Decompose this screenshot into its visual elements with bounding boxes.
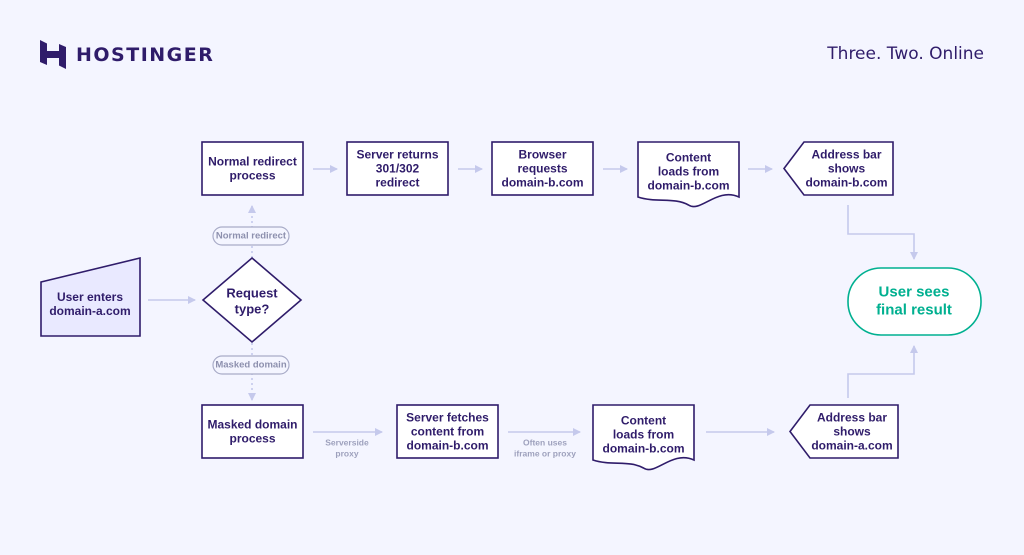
address-bar-top-node: [782, 141, 894, 196]
node-label-line: Address bar: [811, 148, 881, 162]
node-label-line: proxy: [335, 449, 358, 459]
edge-addressbottom-final: [847, 345, 918, 398]
edge-label-masked-domain: Masked domain: [212, 355, 290, 375]
node-label-line: Often uses: [523, 438, 567, 448]
brand-tagline: Three. Two. Online: [827, 44, 984, 64]
browser-requests-node: [491, 141, 594, 196]
edge-label-normal-redirect: Normal redirect: [212, 226, 290, 246]
masked-domain-process-node: [201, 404, 304, 459]
hostinger-logo-icon: [40, 40, 66, 69]
brand-name: HOSTINGER: [76, 43, 215, 66]
node-label-line: Normal redirect: [208, 155, 297, 169]
node-label-line: type?: [235, 302, 270, 317]
brand-logo: HOSTINGER: [40, 40, 214, 69]
node-label-line: process: [229, 432, 275, 446]
node-label-line: domain-a.com: [49, 304, 130, 318]
node-label-line: loads from: [658, 165, 719, 179]
node-label-line: domain-b.com: [406, 439, 488, 453]
node-label-line: content from: [411, 425, 484, 439]
edge-label-normal-redirect-pill: [212, 226, 290, 246]
node-label-line: Masked domain: [207, 418, 297, 432]
node-label-line: Serverside: [325, 438, 369, 448]
edge-label-normal-redirect-text: Normal redirect: [216, 231, 287, 242]
node-label-line: Request: [226, 286, 278, 301]
node-label-line: shows: [833, 425, 871, 439]
decision-node: [201, 256, 303, 344]
node-label-line: 301/302: [376, 162, 420, 176]
node-label-line: Content: [621, 414, 666, 428]
edge-label-masked-domain-pill: [212, 355, 290, 375]
node-label-line: loads from: [613, 428, 674, 442]
address-bar-bottom-node: [788, 404, 899, 459]
node-label-line: Browser: [518, 148, 566, 162]
node-label-line: domain-b.com: [501, 176, 583, 190]
edge-label-masked-domain-text: Masked domain: [215, 360, 286, 371]
node-label-line: final result: [876, 302, 952, 319]
normal-redirect-process-node: [201, 141, 304, 196]
node-label-line: shows: [828, 162, 866, 176]
final-result-node: [847, 267, 982, 336]
node-label-line: process: [229, 169, 275, 183]
server-returns-node: [346, 141, 449, 196]
node-label-line: requests: [517, 162, 567, 176]
content-loads-bottom-node: [592, 404, 695, 471]
node-label-line: User sees: [879, 284, 950, 301]
node-label-line: domain-b.com: [647, 179, 729, 193]
node-label-line: domain-b.com: [602, 442, 684, 456]
node-label-line: iframe or proxy: [514, 449, 576, 459]
node-label-line: User enters: [57, 290, 123, 304]
node-label-line: Content: [666, 151, 711, 165]
start-node: [40, 256, 141, 337]
node-label-line: domain-b.com: [805, 176, 887, 190]
content-loads-top-node: [637, 141, 740, 208]
node-label-line: Server fetches: [406, 411, 489, 425]
node-label-line: Address bar: [817, 411, 887, 425]
node-label-line: domain-a.com: [811, 439, 892, 453]
edge-addresstop-final: [847, 205, 918, 260]
server-fetches-node: [396, 404, 499, 459]
node-label-line: Server returns: [356, 148, 438, 162]
node-label-line: redirect: [375, 176, 419, 190]
